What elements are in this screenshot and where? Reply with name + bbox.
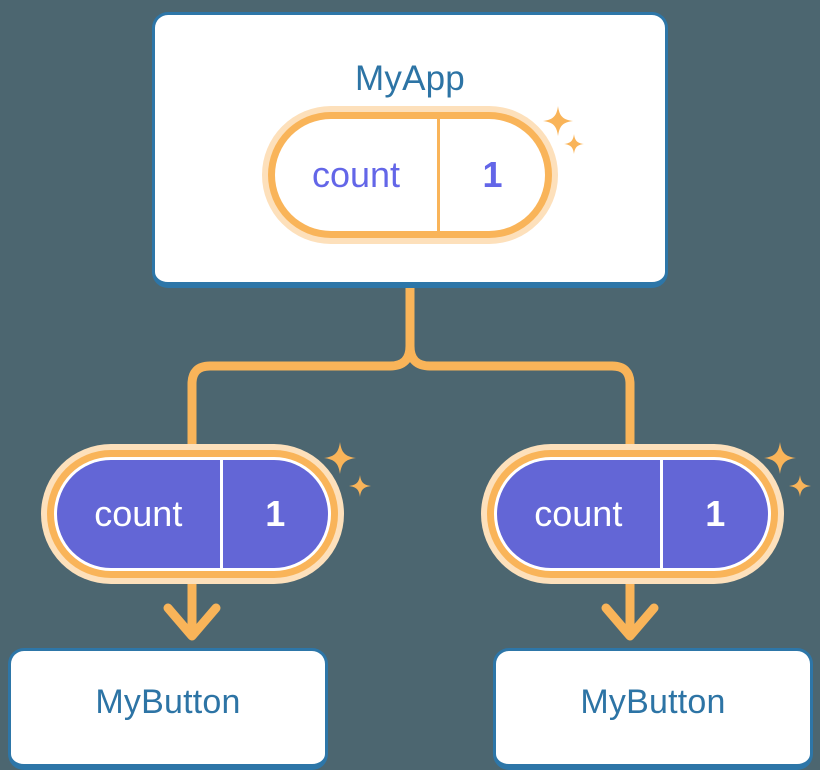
state-pill-key: count — [497, 460, 660, 568]
mybutton-label: MyButton — [95, 683, 241, 721]
wire-branch-right — [405, 341, 635, 457]
state-pill-key: count — [57, 460, 220, 568]
state-pill-body: count 1 — [494, 457, 771, 571]
state-pill-myapp[interactable]: count 1 — [268, 112, 552, 238]
state-pill-body: count 1 — [275, 119, 545, 231]
sparkle-small-icon — [349, 475, 371, 502]
state-pill-value: 1 — [662, 460, 768, 568]
wire-arrow-head-right — [601, 603, 659, 641]
wire-arrow-head-left — [163, 603, 221, 641]
state-pill-value: 1 — [437, 119, 545, 231]
mybutton-label: MyButton — [580, 683, 726, 721]
page-title: MyApp — [355, 59, 465, 98]
mybutton-card-right[interactable]: MyButton — [493, 648, 813, 770]
sparkle-large-icon — [764, 442, 796, 479]
state-pill-child-right[interactable]: count 1 — [487, 450, 778, 578]
state-pill-value: 1 — [222, 460, 328, 568]
state-pill-child-left[interactable]: count 1 — [47, 450, 338, 578]
wire-branch-left — [187, 341, 415, 457]
sparkle-small-icon — [789, 475, 811, 502]
mybutton-card-left[interactable]: MyButton — [8, 648, 328, 770]
sparkle-large-icon — [324, 442, 356, 479]
state-pill-body: count 1 — [54, 457, 331, 571]
state-pill-key: count — [311, 154, 401, 195]
